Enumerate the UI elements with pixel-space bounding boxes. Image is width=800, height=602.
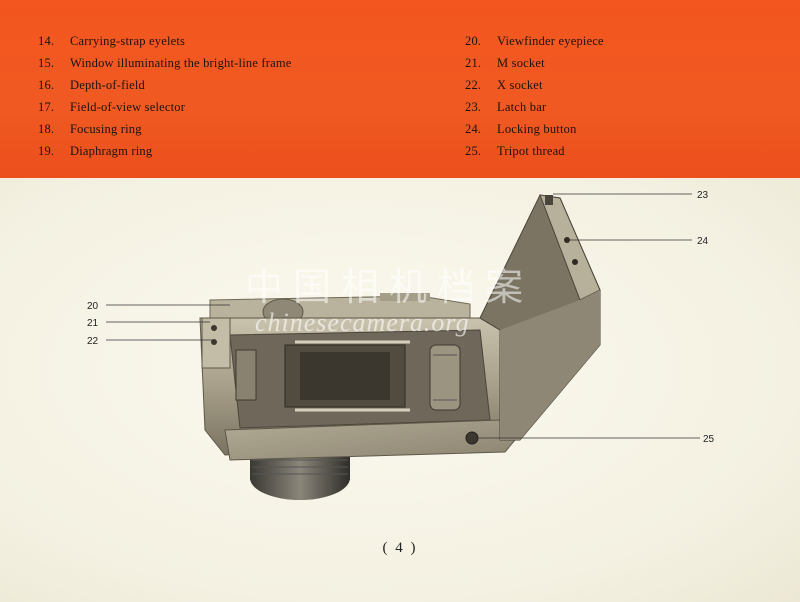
legend-label: Focusing ring xyxy=(70,122,142,136)
legend-number: 21. xyxy=(465,56,482,70)
legend-number: 18. xyxy=(38,122,55,136)
legend-number: 24. xyxy=(465,122,482,136)
legend-number: 19. xyxy=(38,144,55,158)
legend-item: 21. M socket xyxy=(465,52,604,74)
callout-22: 22 xyxy=(87,336,99,347)
legend-number: 14. xyxy=(38,34,55,48)
legend-number: 22. xyxy=(465,78,482,92)
legend-label: M socket xyxy=(497,56,545,70)
legend-number: 17. xyxy=(38,100,55,114)
watermark-chinese: 中国相机档案 xyxy=(245,265,534,309)
legend-banner: 14. Carrying-strap eyelets 15. Window illum… xyxy=(0,0,800,178)
page-number: ( 4 ) xyxy=(382,540,418,556)
legend-number: 23. xyxy=(465,100,482,114)
callout-24: 24 xyxy=(697,236,709,247)
legend-label: X socket xyxy=(497,78,543,92)
legend-number: 25. xyxy=(465,144,482,158)
legend-label: Window illuminating the bright-line fram… xyxy=(70,56,292,70)
legend-label: Field-of-view selector xyxy=(70,100,186,114)
legend-item: 20. Viewfinder eyepiece xyxy=(465,30,604,52)
callout-lines xyxy=(106,193,700,439)
legend-item: 15. Window illuminating the bright-line f… xyxy=(38,52,292,74)
legend-item: 17. Field-of-view selector xyxy=(38,96,292,118)
legend-label: Tripot thread xyxy=(497,144,565,158)
legend-number: 20. xyxy=(465,34,482,48)
legend-item: 14. Carrying-strap eyelets xyxy=(38,30,292,52)
legend-column-right: 20. Viewfinder eyepiece 21. M socket 22. X so… xyxy=(465,30,604,162)
lens-barrel xyxy=(250,455,350,500)
callout-21: 21 xyxy=(87,318,99,329)
legend-item: 24. Locking button xyxy=(465,118,604,140)
legend-label: Viewfinder eyepiece xyxy=(497,34,604,48)
legend-label: Latch bar xyxy=(497,100,547,114)
legend-item: 19. Diaphragm ring xyxy=(38,140,292,162)
legend-number: 15. xyxy=(38,56,55,70)
legend-label: Depth-of-field xyxy=(70,78,145,92)
legend-column-left: 14. Carrying-strap eyelets 15. Window illum… xyxy=(38,30,292,162)
legend-label: Diaphragm ring xyxy=(70,144,153,158)
callout-20: 20 xyxy=(87,301,99,312)
legend-number: 16. xyxy=(38,78,55,92)
watermark-url: chinesecamera.org xyxy=(255,308,470,337)
callout-23: 23 xyxy=(697,190,709,201)
legend-label: Carrying-strap eyelets xyxy=(70,34,186,48)
callout-25: 25 xyxy=(703,434,715,445)
legend-label: Locking button xyxy=(497,122,577,136)
legend-item: 18. Focusing ring xyxy=(38,118,292,140)
legend-item: 22. X socket xyxy=(465,74,604,96)
camera-back-door xyxy=(479,194,601,441)
camera-body xyxy=(199,293,516,461)
legend-item: 23. Latch bar xyxy=(465,96,604,118)
legend-item: 16. Depth-of-field xyxy=(38,74,292,96)
legend-item: 25. Tripot thread xyxy=(465,140,604,162)
